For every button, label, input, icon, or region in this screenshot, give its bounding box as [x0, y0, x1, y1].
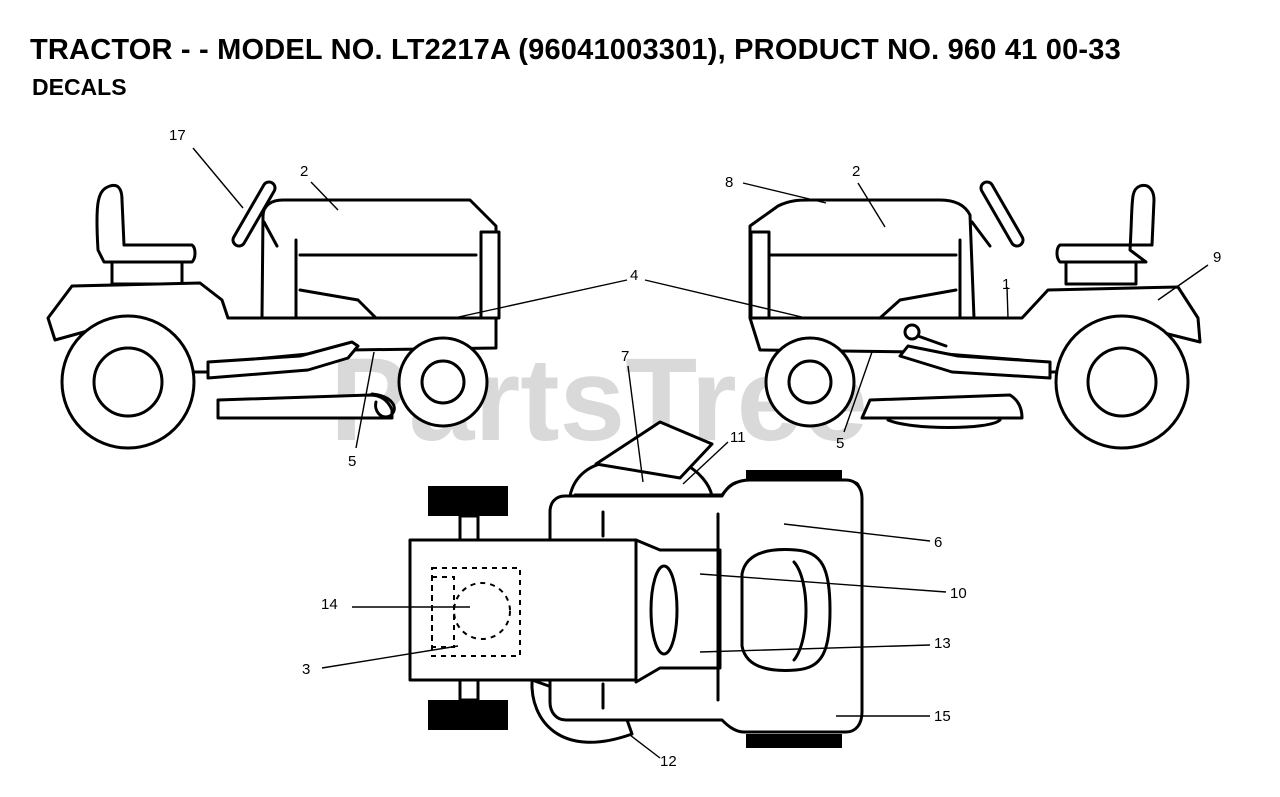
callout-13: 13: [934, 635, 951, 652]
callout-5-left: 5: [348, 453, 356, 470]
callout-10: 10: [950, 585, 967, 602]
tractor-right-view: [748, 180, 1202, 450]
callout-15: 15: [934, 708, 951, 725]
diagram-title: TRACTOR - - MODEL NO. LT2217A (960410033…: [30, 34, 1121, 66]
tractor-top-view: [408, 420, 864, 748]
diagram-subtitle: DECALS: [32, 74, 127, 100]
callout-11: 11: [730, 429, 746, 446]
callout-9: 9: [1213, 249, 1221, 266]
callout-1: 1: [1002, 276, 1010, 293]
callout-5-right: 5: [836, 435, 844, 452]
callout-14: 14: [321, 596, 338, 613]
callout-3: 3: [302, 661, 310, 678]
callout-2-left: 2: [300, 163, 308, 180]
callout-4: 4: [630, 267, 638, 284]
leader-lines: [192, 147, 1209, 759]
callout-17: 17: [169, 127, 186, 144]
callout-labels: 17 2 4 5 8 2 1 9 5 7 11 6 10 13 15 12 14…: [169, 127, 1221, 770]
callout-2-right: 2: [852, 163, 860, 180]
callout-6: 6: [934, 534, 942, 551]
callout-12: 12: [660, 753, 677, 770]
callout-8: 8: [725, 174, 733, 191]
callout-7: 7: [621, 348, 629, 365]
tractor-left-view: [46, 180, 501, 450]
